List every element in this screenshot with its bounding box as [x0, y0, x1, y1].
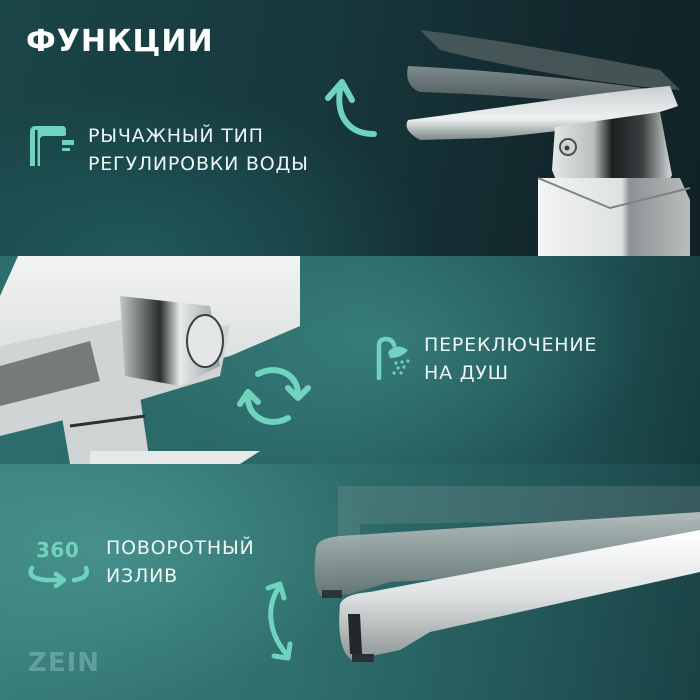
curved-arrow-up-icon: [325, 79, 377, 137]
diverter-valve-image: [0, 256, 300, 464]
curved-double-arrow-icon: [265, 581, 293, 661]
feature-spout-line-2: ИЗЛИВ: [106, 565, 178, 587]
faucet-lever-image: [406, 30, 691, 256]
feature-lever-line-2: РЕГУЛИРОВКИ ВОДЫ: [88, 153, 309, 175]
feature-spout-line-1: ПОВОРОТНЫЙ: [106, 537, 255, 559]
panel-lever-control: ФУНКЦИИ РЫЧАЖНЫЙ ТИП РЕГУЛИРОВКИ ВОДЫ: [0, 0, 700, 256]
rotate-360-label: 360: [36, 538, 80, 562]
feature-spout-text: ПОВОРОТНЫЙ ИЗЛИВ: [106, 534, 255, 590]
feature-shower-text: ПЕРЕКЛЮЧЕНИЕ НА ДУШ: [424, 331, 597, 387]
shower-head-icon: [376, 336, 410, 380]
feature-shower-line-1: ПЕРЕКЛЮЧЕНИЕ: [424, 334, 598, 356]
rotate-360-icon: 360: [24, 538, 94, 588]
faucet-lever-icon: [30, 126, 74, 166]
feature-lever-text: РЫЧАЖНЫЙ ТИП РЕГУЛИРОВКИ ВОДЫ: [88, 122, 309, 178]
feature-shower-line-2: НА ДУШ: [424, 362, 509, 384]
swivel-spout-image: [314, 486, 700, 662]
refresh-cycle-icon: [237, 367, 311, 425]
brand-logo: ZEIN: [28, 648, 101, 678]
page-title: ФУНКЦИИ: [26, 24, 214, 59]
panel-swivel-spout: 360 ПОВОРОТНЫЙ ИЗЛИВ: [0, 464, 700, 700]
rotate-arrow-icon: [28, 565, 89, 588]
panel-shower-switch: ПЕРЕКЛЮЧЕНИЕ НА ДУШ: [0, 256, 700, 464]
feature-lever-line-1: РЫЧАЖНЫЙ ТИП: [88, 125, 264, 147]
